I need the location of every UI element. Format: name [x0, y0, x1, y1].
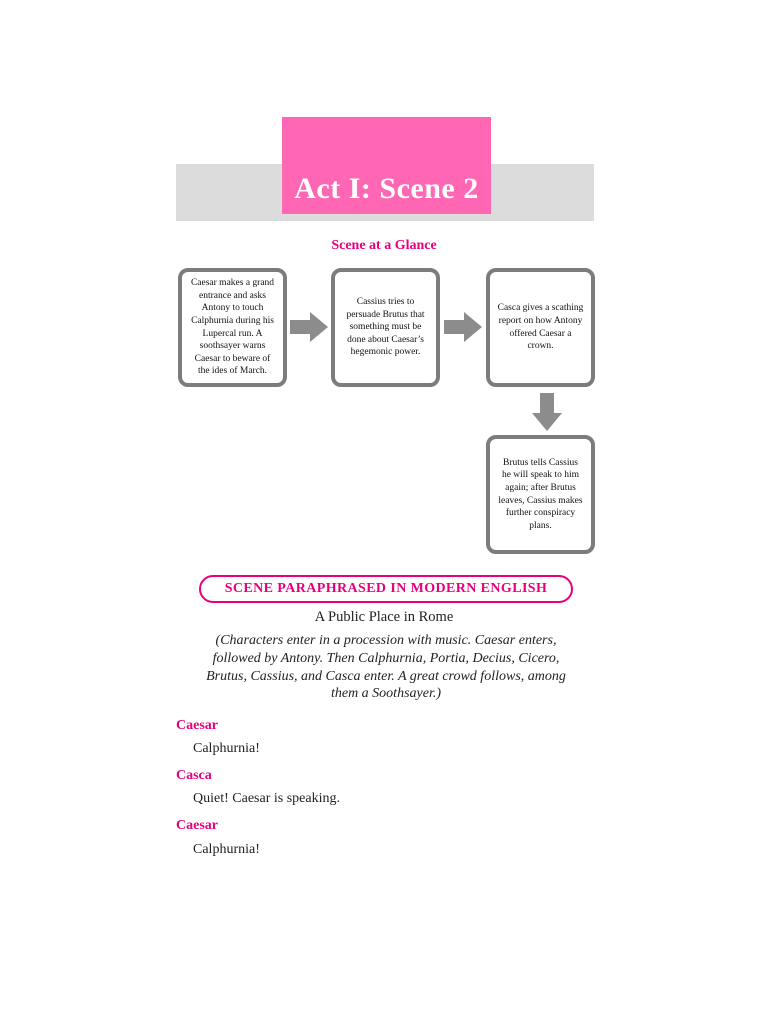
speaker-name: Caesar	[176, 818, 218, 833]
flow-box-2-text: Cassius tries to persuade Brutus that so…	[346, 297, 425, 358]
scene-at-a-glance-heading: Scene at a Glance	[331, 238, 437, 253]
flow-box-1: Caesar makes a grand entrance and asks A…	[178, 268, 287, 387]
flow-box-4: Brutus tells Cassius he will speak to hi…	[486, 435, 595, 554]
speaker-name: Caesar	[176, 718, 218, 733]
flow-box-4-text: Brutus tells Cassius he will speak to hi…	[498, 457, 583, 531]
scene-location: A Public Place in Rome	[314, 609, 454, 625]
arrow-right-icon	[290, 312, 328, 342]
flow-box-3-text: Casca gives a scathing report on how Ant…	[497, 303, 584, 352]
paraphrase-heading: SCENE PARAPHRASED IN MODERN ENGLISH	[199, 575, 573, 603]
dialogue-line: Calphurnia!	[193, 842, 260, 857]
stage-direction: (Characters enter in a procession with m…	[206, 633, 566, 702]
dialogue-line: Quiet! Caesar is speaking.	[193, 791, 340, 806]
arrow-down-icon	[532, 393, 562, 431]
flow-box-3: Casca gives a scathing report on how Ant…	[486, 268, 595, 387]
title-block: Act I: Scene 2	[282, 117, 491, 214]
flow-box-1-text: Caesar makes a grand entrance and asks A…	[190, 278, 275, 377]
arrow-right-icon	[444, 312, 482, 342]
dialogue-line: Calphurnia!	[193, 741, 260, 756]
flow-box-2: Cassius tries to persuade Brutus that so…	[331, 268, 440, 387]
page-title: Act I: Scene 2	[294, 172, 479, 205]
speaker-name: Casca	[176, 768, 212, 783]
